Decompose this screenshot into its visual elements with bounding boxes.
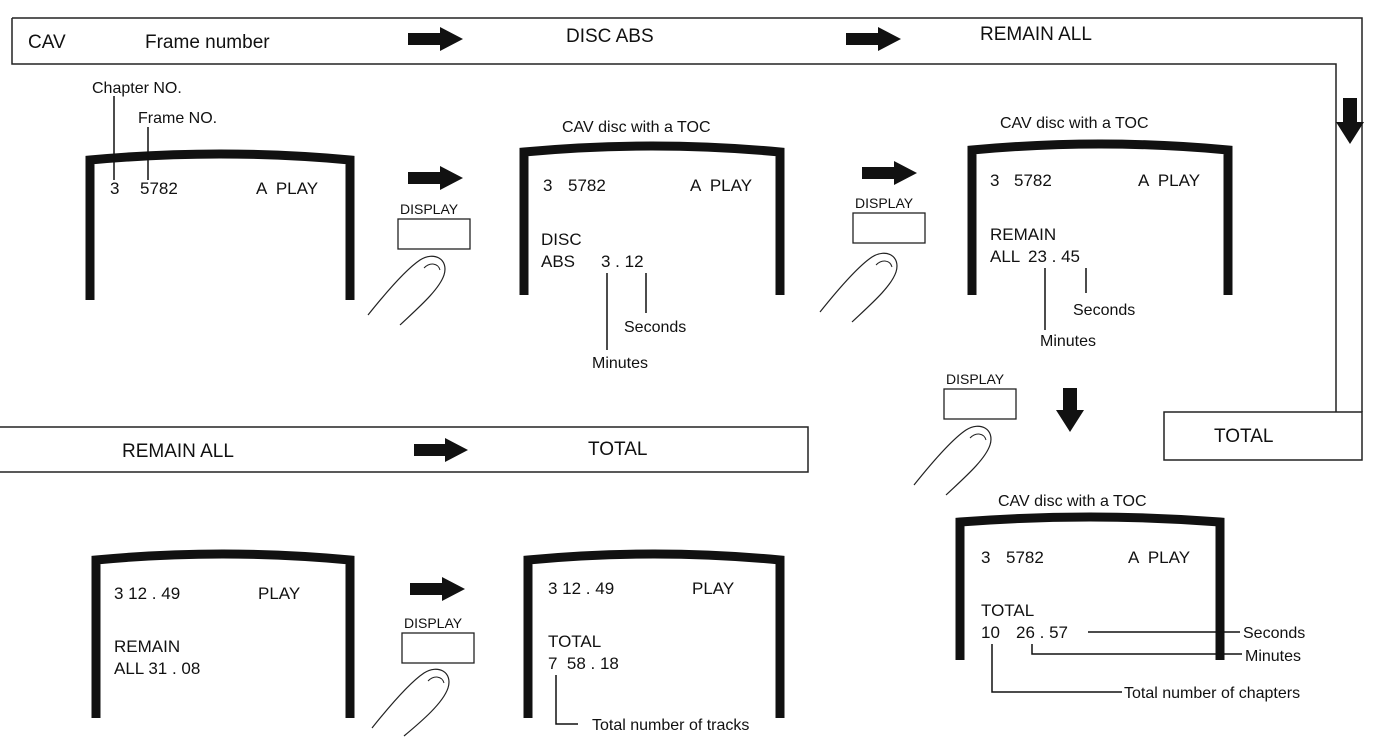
screen-line-abs-label: ABS xyxy=(541,252,575,271)
display-button-label: DISPLAY xyxy=(946,371,1005,387)
screen-caption: CAV disc with a TOC xyxy=(1000,115,1149,132)
screen-status: A PLAY xyxy=(256,179,318,198)
screen-line-remain: REMAIN xyxy=(990,225,1056,244)
screen-remaining-time: ALL 31 . 08 xyxy=(114,659,200,678)
screen-line-total: TOTAL xyxy=(548,632,601,651)
display-button-label: DISPLAY xyxy=(400,201,459,217)
screen-chapter-number: 3 xyxy=(990,171,999,190)
callout-frame-no: Frame NO. xyxy=(138,110,217,127)
tv-screen-frame-number: Chapter NO. Frame NO. 3 5782 A PLAY xyxy=(85,80,355,300)
screen-frame-number: 5782 xyxy=(1006,548,1044,567)
display-button-4[interactable]: DISPLAY xyxy=(371,577,475,737)
down-arrow-icon xyxy=(1336,98,1364,144)
screen-chapter-count: 10 xyxy=(981,623,1000,642)
tv-screen-remain-all: CAV disc with a TOC 3 5782 A PLAY REMAIN… xyxy=(967,115,1233,350)
display-button-1[interactable]: DISPLAY xyxy=(367,166,471,326)
screen-chapter-number: 3 xyxy=(543,176,552,195)
tv-screen-remain-all-cd: 3 12 . 49 PLAY REMAIN ALL 31 . 08 xyxy=(91,549,355,718)
right-arrow-icon xyxy=(408,27,463,51)
callout-minutes: Minutes xyxy=(592,355,648,372)
right-arrow-icon xyxy=(410,577,465,601)
callout-line xyxy=(555,675,578,725)
screen-status: A PLAY xyxy=(1128,548,1190,567)
screen-remaining-time: 23 . 45 xyxy=(1028,247,1080,266)
screen-caption: CAV disc with a TOC xyxy=(998,493,1147,510)
screen-chapter-number: 3 xyxy=(981,548,990,567)
callout-total-chapters: Total number of chapters xyxy=(1124,685,1300,702)
callout-minutes: Minutes xyxy=(1245,648,1301,665)
screen-total-time: 7 58 . 18 xyxy=(548,654,619,673)
finger-icon xyxy=(367,255,446,326)
flow-top-step2: DISC ABS xyxy=(566,26,654,47)
screen-status: A PLAY xyxy=(1138,171,1200,190)
tv-screen-total-cav: CAV disc with a TOC 3 5782 A PLAY TOTAL … xyxy=(955,493,1305,702)
screen-frame-number: 5782 xyxy=(1014,171,1052,190)
display-button-3[interactable]: DISPLAY xyxy=(913,371,1084,496)
display-button-label: DISPLAY xyxy=(404,615,463,631)
screen-frame-number: 5782 xyxy=(140,179,178,198)
screen-line-remain: REMAIN xyxy=(114,637,180,656)
callout-line xyxy=(1031,644,1242,655)
screen-line-total: TOTAL xyxy=(981,601,1034,620)
tv-screen-disc-abs: CAV disc with a TOC 3 5782 A PLAY DISC A… xyxy=(519,119,785,372)
right-arrow-icon xyxy=(408,166,463,190)
screen-line-all-label: ALL xyxy=(990,247,1020,266)
flow-top-step1: Frame number xyxy=(145,32,270,53)
screen-total-time: 26 . 57 xyxy=(1016,623,1068,642)
display-button-2[interactable]: DISPLAY xyxy=(819,161,926,323)
flow-top-step3: REMAIN ALL xyxy=(980,24,1092,45)
flow-bottom-step2: TOTAL xyxy=(588,439,647,460)
screen-elapsed-time: 3 . 12 xyxy=(601,252,644,271)
callout-line xyxy=(991,644,1122,693)
right-arrow-icon xyxy=(846,27,901,51)
flow-bottom-step1: REMAIN ALL xyxy=(122,441,234,462)
screen-elapsed-time: 3 12 . 49 xyxy=(114,584,180,603)
callout-chapter-no: Chapter NO. xyxy=(92,80,182,97)
callout-total-tracks: Total number of tracks xyxy=(592,717,749,734)
screen-chapter-number: 3 xyxy=(110,179,119,198)
finger-icon xyxy=(371,668,450,737)
callout-minutes: Minutes xyxy=(1040,333,1096,350)
bottom-flow-bar: REMAIN ALL TOTAL xyxy=(0,426,809,473)
callout-seconds: Seconds xyxy=(1073,302,1135,319)
screen-status: PLAY xyxy=(258,584,300,603)
screen-status: PLAY xyxy=(692,579,734,598)
screen-status: A PLAY xyxy=(690,176,752,195)
display-button-label: DISPLAY xyxy=(855,195,914,211)
finger-icon xyxy=(913,425,992,496)
screen-line-disc: DISC xyxy=(541,230,582,249)
screen-elapsed-time: 3 12 . 49 xyxy=(548,579,614,598)
callout-seconds: Seconds xyxy=(624,319,686,336)
down-arrow-icon xyxy=(1056,388,1084,432)
callout-seconds: Seconds xyxy=(1243,625,1305,642)
right-arrow-icon xyxy=(862,161,917,185)
top-flow-bar: CAV Frame number DISC ABS REMAIN ALL TOT… xyxy=(11,17,1364,461)
screen-caption: CAV disc with a TOC xyxy=(562,119,711,136)
finger-icon xyxy=(819,252,898,323)
tv-screen-total-cd: 3 12 . 49 PLAY TOTAL 7 58 . 18 Total num… xyxy=(523,549,785,734)
flow-top-step4: TOTAL xyxy=(1214,426,1273,447)
right-arrow-icon xyxy=(414,438,468,462)
screen-frame-number: 5782 xyxy=(568,176,606,195)
flow-top-mode: CAV xyxy=(28,32,66,53)
